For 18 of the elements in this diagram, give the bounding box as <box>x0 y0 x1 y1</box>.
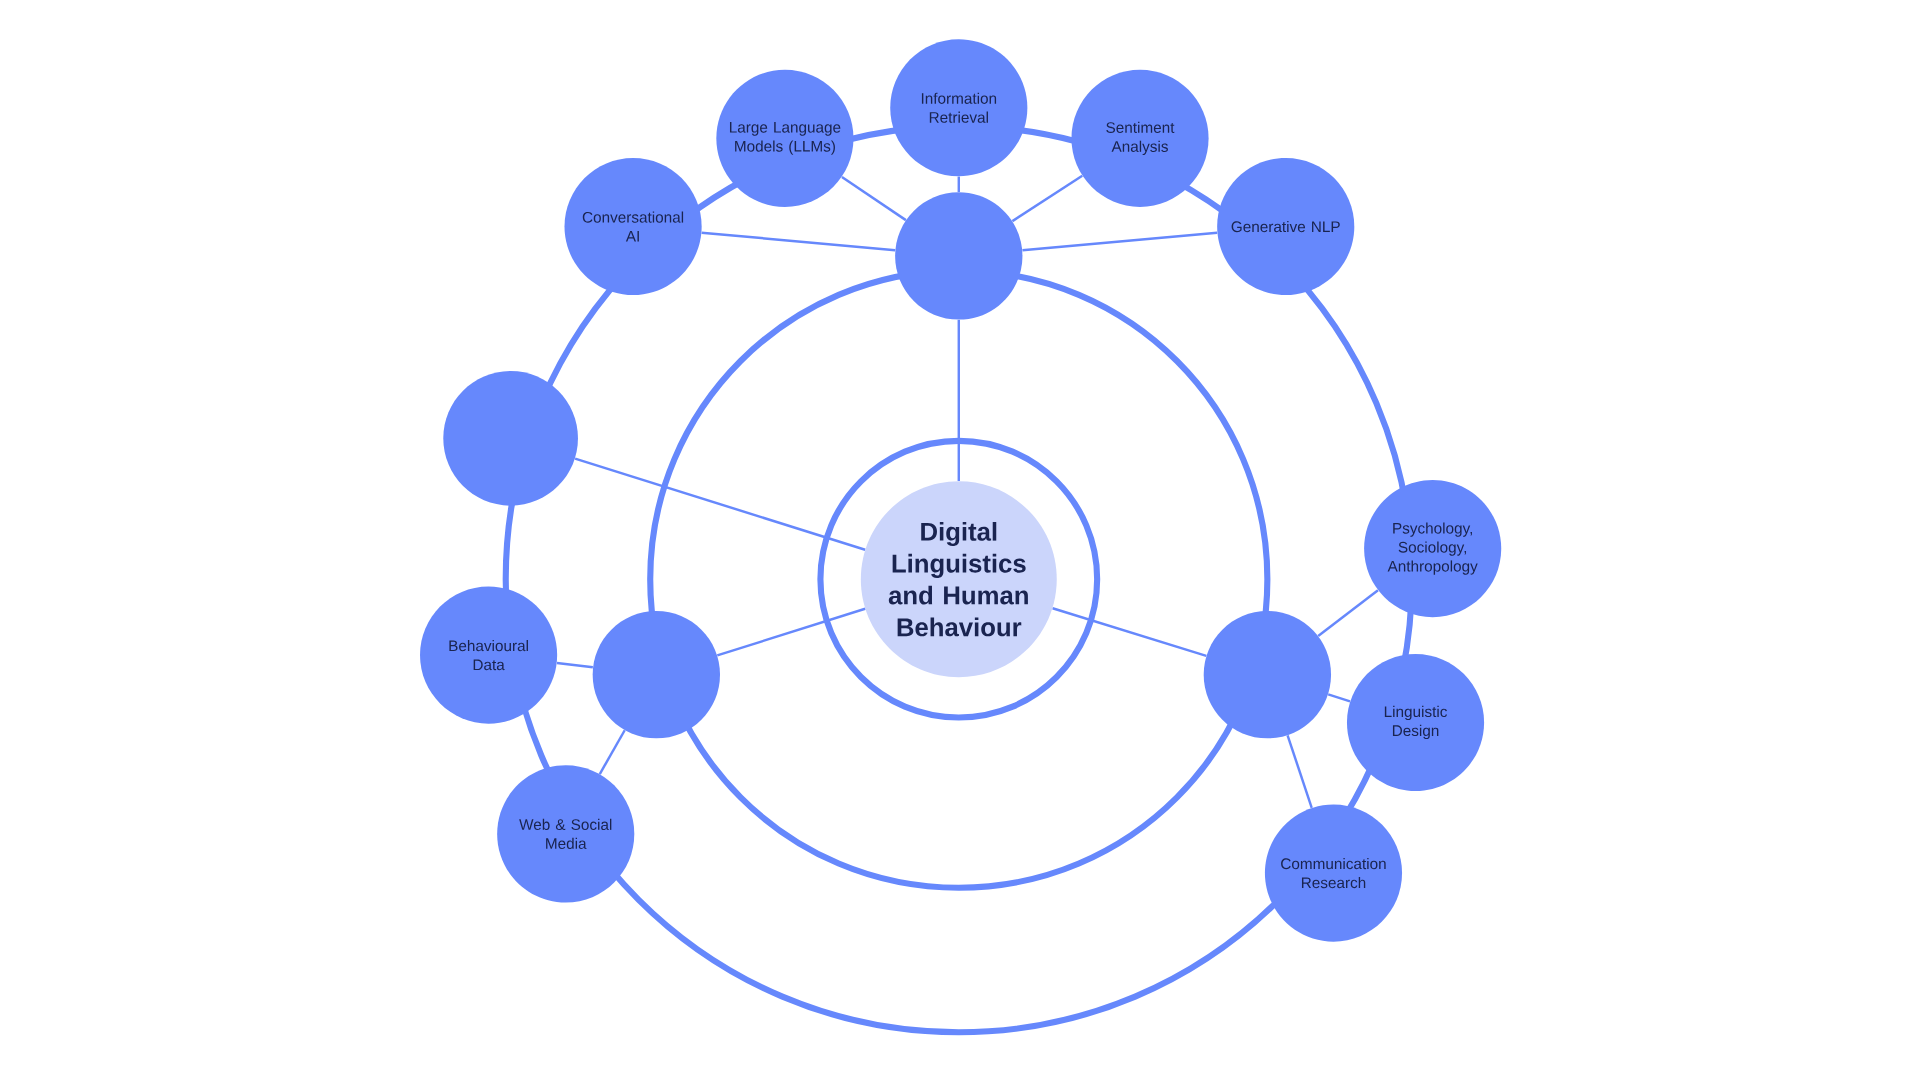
connector-line <box>841 175 907 222</box>
connector-line <box>598 729 626 775</box>
connector-line <box>1327 693 1351 703</box>
connector-line <box>1286 734 1313 809</box>
connector-line <box>957 319 960 481</box>
connector-line <box>1317 589 1379 637</box>
connector-line <box>1011 174 1083 223</box>
connector-line <box>556 661 593 669</box>
connector-line <box>574 457 866 551</box>
connector-line <box>701 231 896 252</box>
connector-line <box>716 607 866 657</box>
connector-line <box>1052 607 1207 657</box>
hub-circle <box>592 611 720 739</box>
hub-circle <box>895 192 1023 320</box>
hub-circle <box>443 371 578 506</box>
connector-line <box>957 176 960 192</box>
connector-line <box>1022 231 1218 252</box>
hub-circle <box>1203 611 1332 739</box>
